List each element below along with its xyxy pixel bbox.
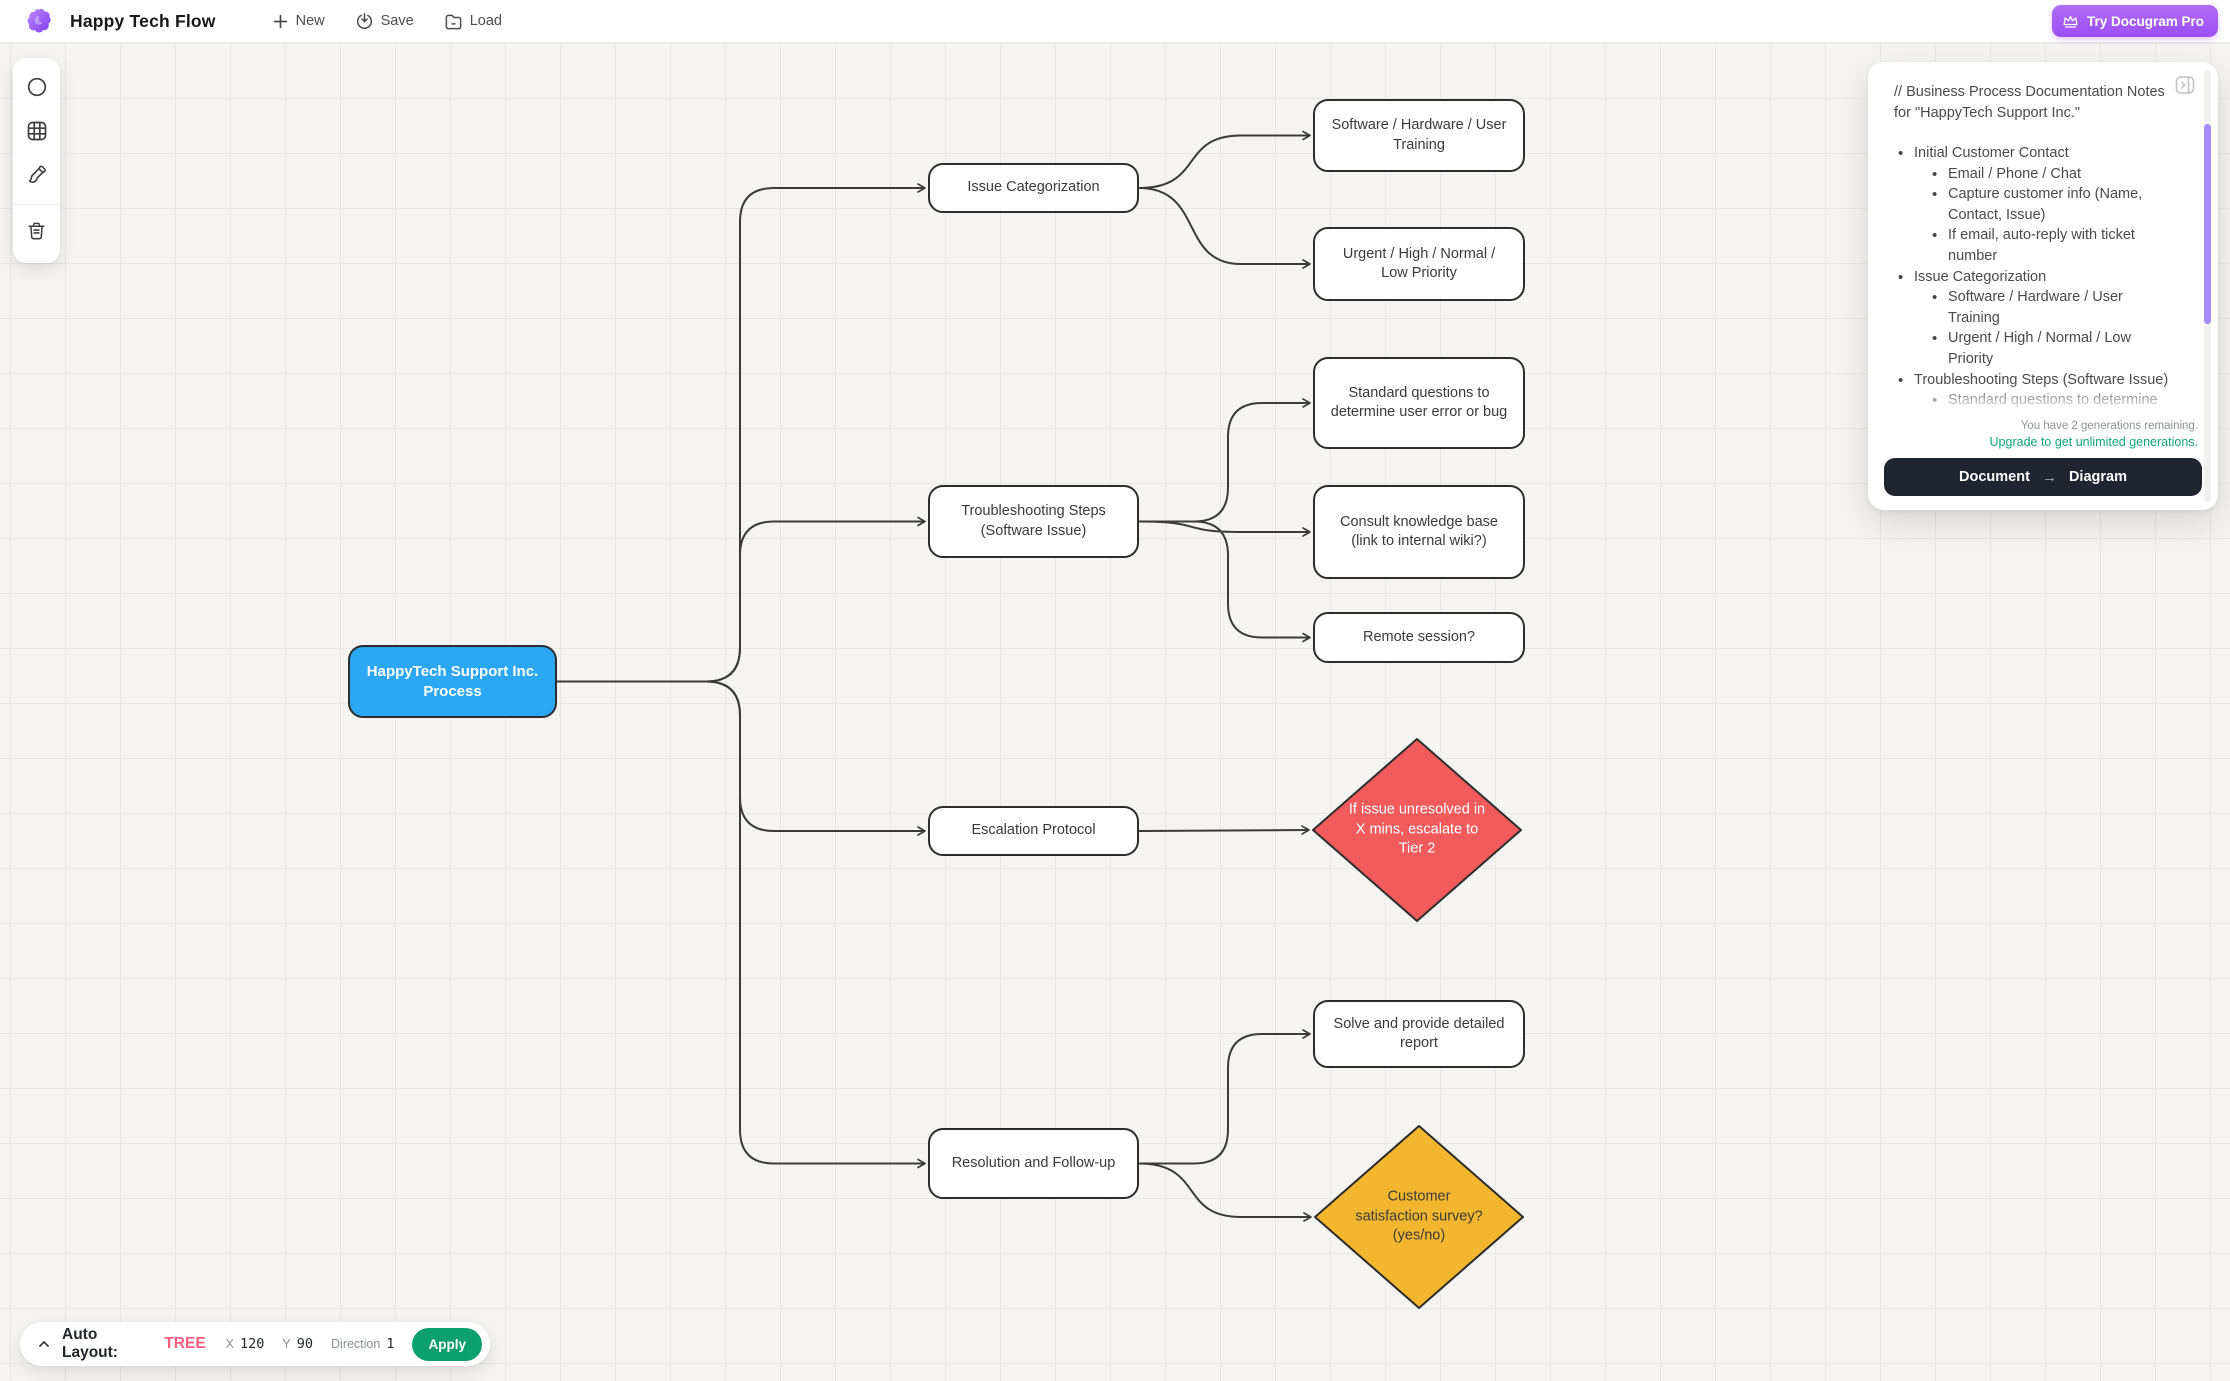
note-bullet-line: Urgent / High / Normal / Low Priority bbox=[1894, 328, 2176, 369]
auto-layout-label: Auto Layout: bbox=[62, 1326, 118, 1361]
document-notes-panel: // Business Process Documentation Notes … bbox=[1868, 62, 2218, 510]
edge-troubleshooting-steps-to-standard-questions bbox=[1139, 398, 1311, 523]
save-icon bbox=[355, 12, 374, 31]
brush-tool-button[interactable] bbox=[17, 156, 57, 196]
header-menu: New Save Load bbox=[272, 12, 502, 31]
node-issue-categorization[interactable]: Issue Categorization bbox=[928, 163, 1139, 213]
x-spacing-value[interactable]: 120 bbox=[240, 1336, 265, 1352]
node-escalate-tier2[interactable]: If issue unresolved in X mins, escalate … bbox=[1312, 738, 1522, 922]
edge-resolution-followup-to-solve-report bbox=[1139, 1029, 1311, 1165]
note-bullet-line: Software / Hardware / User Training bbox=[1894, 287, 2176, 328]
edge-issue-categorization-to-urgent-priority bbox=[1138, 187, 1311, 269]
toolbar-divider bbox=[13, 204, 60, 205]
circle-icon bbox=[25, 75, 49, 102]
chevron-up-icon bbox=[39, 1341, 49, 1347]
node-resolution-followup[interactable]: Resolution and Follow-up bbox=[928, 1128, 1139, 1199]
note-bullet-line: Standard questions to determine bbox=[1894, 390, 2176, 411]
node-remote-session[interactable]: Remote session? bbox=[1313, 612, 1525, 663]
collapse-panel-icon bbox=[2175, 76, 2195, 94]
node-solve-report[interactable]: Solve and provide detailed report bbox=[1313, 1000, 1525, 1068]
panel-scrollbar-thumb[interactable] bbox=[2204, 124, 2211, 324]
edge-issue-categorization-to-software-hardware-training bbox=[1138, 130, 1311, 189]
collapse-bar-button[interactable] bbox=[36, 1338, 52, 1350]
note-bullet-line: Capture customer info (Name, Contact, Is… bbox=[1894, 184, 2176, 225]
upgrade-link[interactable]: Upgrade to get unlimited generations. bbox=[1989, 435, 2198, 449]
node-satisfaction-survey[interactable]: Customer satisfaction survey? (yes/no) bbox=[1314, 1125, 1524, 1309]
note-bullet-line: Troubleshooting Steps (Software Issue) bbox=[1894, 370, 2176, 391]
app-title: Happy Tech Flow bbox=[70, 10, 216, 31]
direction-field: Direction 1 bbox=[331, 1336, 394, 1352]
save-button[interactable]: Save bbox=[355, 12, 414, 31]
note-bullet-line: Initial Customer Contact bbox=[1894, 143, 2176, 164]
y-spacing-value[interactable]: 90 bbox=[296, 1336, 314, 1352]
new-label: New bbox=[295, 13, 325, 29]
node-root[interactable]: HappyTech Support Inc. Process bbox=[348, 645, 557, 718]
brush-icon bbox=[25, 163, 49, 190]
collapse-panel-button[interactable] bbox=[2174, 74, 2196, 99]
note-bullet-line: Issue Categorization bbox=[1894, 267, 2176, 288]
edge-resolution-followup-to-satisfaction-survey bbox=[1138, 1162, 1312, 1222]
try-pro-button[interactable]: Try Docugram Pro bbox=[2051, 5, 2218, 37]
app-logo-icon bbox=[27, 8, 51, 33]
auto-layout-bar: Auto Layout: TREE X 120 Y 90 Direction 1 Appl… bbox=[20, 1322, 490, 1366]
shape-toolbar bbox=[13, 58, 60, 263]
node-label: If issue unresolved in X mins, escalate … bbox=[1348, 801, 1486, 857]
right-arrow-icon: → bbox=[2041, 468, 2057, 486]
trash-icon bbox=[25, 220, 48, 246]
node-troubleshooting-steps[interactable]: Troubleshooting Steps (Software Issue) bbox=[928, 485, 1139, 558]
node-standard-questions[interactable]: Standard questions to determine user err… bbox=[1313, 357, 1525, 449]
direction-value[interactable]: 1 bbox=[386, 1336, 395, 1352]
plus-icon bbox=[272, 13, 289, 30]
node-escalation-protocol[interactable]: Escalation Protocol bbox=[928, 806, 1139, 856]
edge-troubleshooting-steps-to-remote-session bbox=[1139, 520, 1311, 643]
node-software-hardware-training[interactable]: Software / Hardware / User Training bbox=[1313, 99, 1525, 172]
diamond-shape bbox=[1312, 738, 1522, 922]
edge-root-to-resolution-followup bbox=[557, 680, 926, 1169]
node-label: Customer satisfaction survey? (yes/no) bbox=[1355, 1188, 1483, 1244]
node-consult-knowledge-base[interactable]: Consult knowledge base (link to internal… bbox=[1313, 485, 1525, 579]
convert-left-label: Document bbox=[1959, 469, 2030, 485]
edge-escalation-protocol-to-escalate-tier2 bbox=[1138, 825, 1310, 835]
generations-remaining-text: You have 2 generations remaining. bbox=[2020, 420, 2198, 432]
x-spacing-field: X 120 bbox=[226, 1336, 265, 1352]
delete-tool-button[interactable] bbox=[17, 213, 57, 253]
edge-root-to-troubleshooting-steps bbox=[557, 516, 926, 683]
grid-icon bbox=[25, 119, 49, 146]
load-button[interactable]: Load bbox=[444, 12, 502, 31]
try-pro-label: Try Docugram Pro bbox=[2086, 13, 2204, 29]
notes-title: // Business Process Documentation Notes … bbox=[1894, 84, 2169, 121]
panel-footer: You have 2 generations remaining. Upgrad… bbox=[1884, 420, 2202, 496]
note-bullet-line: Email / Phone / Chat bbox=[1894, 164, 2176, 185]
convert-right-label: Diagram bbox=[2068, 469, 2127, 485]
grid-tool-button[interactable] bbox=[17, 112, 57, 152]
load-label: Load bbox=[469, 13, 502, 29]
x-spacing-label: X bbox=[225, 1337, 235, 1351]
crown-icon bbox=[2063, 15, 2078, 28]
diamond-shape bbox=[1314, 1125, 1524, 1309]
new-button[interactable]: New bbox=[272, 13, 325, 30]
y-spacing-label: Y bbox=[282, 1337, 291, 1351]
edge-troubleshooting-steps-to-consult-knowledge-base bbox=[1138, 520, 1311, 537]
layout-fields: X 120 Y 90 Direction 1 bbox=[226, 1336, 395, 1352]
circle-tool-button[interactable] bbox=[17, 68, 57, 108]
apply-button[interactable]: Apply bbox=[412, 1327, 482, 1361]
note-bullet-line: If email, auto-reply with ticket number bbox=[1894, 225, 2176, 266]
node-urgent-priority[interactable]: Urgent / High / Normal / Low Priority bbox=[1313, 227, 1525, 301]
document-to-diagram-button[interactable]: Document → Diagram bbox=[1884, 458, 2202, 496]
notes-text: // Business Process Documentation Notes … bbox=[1868, 62, 2218, 414]
app-header: Happy Tech Flow New Save Load Try Docugram… bbox=[0, 0, 2230, 43]
save-label: Save bbox=[380, 13, 414, 29]
auto-layout-mode-value[interactable]: TREE bbox=[164, 1335, 206, 1352]
y-spacing-field: Y 90 bbox=[282, 1336, 313, 1352]
direction-label: Direction bbox=[331, 1337, 381, 1351]
folder-icon bbox=[444, 12, 463, 31]
